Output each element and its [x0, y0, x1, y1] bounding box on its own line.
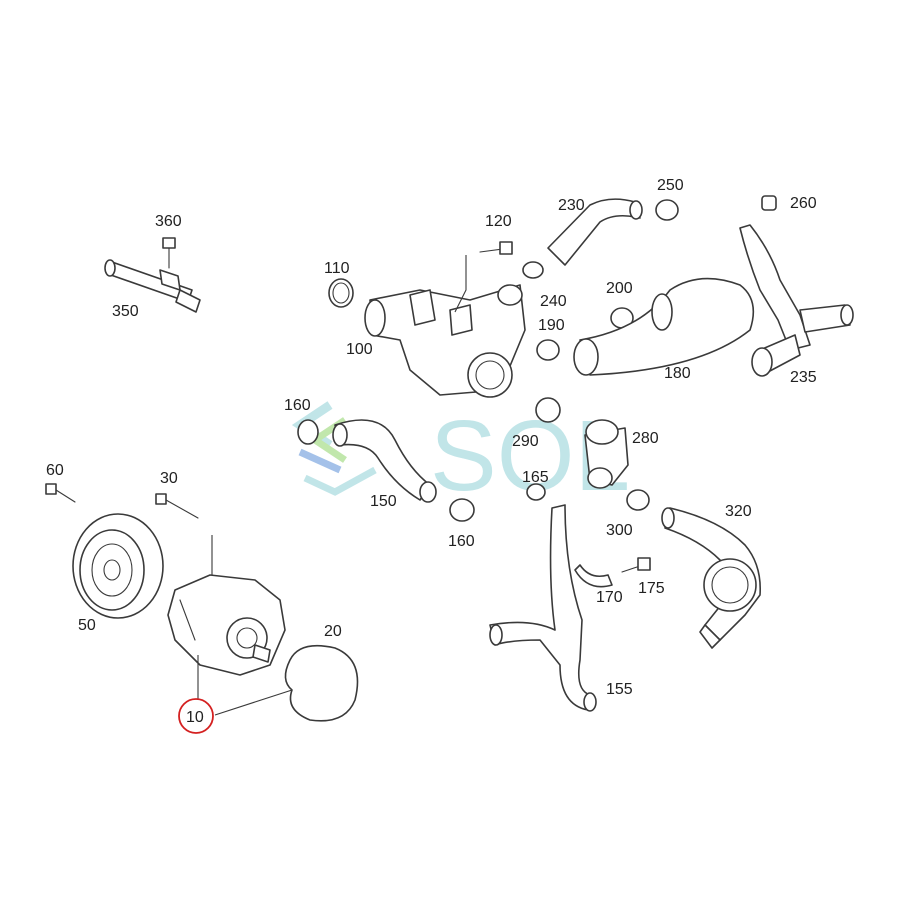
label-50: 50 — [78, 617, 96, 634]
label-235: 235 — [790, 369, 817, 386]
part-175-bolt — [621, 557, 651, 573]
part-190-clamp — [536, 339, 560, 361]
label-360: 360 — [155, 213, 182, 230]
part-100-housing — [364, 284, 526, 398]
part-350-pipe — [104, 259, 201, 313]
part-150-hose — [332, 419, 437, 503]
label-200: 200 — [606, 280, 633, 297]
part-240-clamp — [522, 261, 544, 279]
part-280-connector — [584, 419, 629, 489]
label-150: 150 — [370, 493, 397, 510]
part-10-water-pump — [167, 574, 286, 700]
part-230-hose — [547, 198, 643, 266]
label-160-top: 160 — [284, 397, 311, 414]
label-160-bottom: 160 — [448, 533, 475, 550]
label-30: 30 — [160, 470, 178, 487]
part-120-bolt — [454, 241, 513, 313]
sol-watermark: SOL — [291, 400, 630, 512]
label-260: 260 — [790, 195, 817, 212]
label-155: 155 — [606, 681, 633, 698]
label-250: 250 — [657, 177, 684, 194]
label-230: 230 — [558, 197, 585, 214]
part-60-bolt — [45, 483, 76, 503]
part-155-hose — [489, 504, 597, 712]
part-290-clamp — [535, 397, 561, 423]
label-60: 60 — [46, 462, 64, 479]
label-165: 165 — [522, 469, 549, 486]
part-180-hose — [573, 277, 755, 376]
label-350: 350 — [112, 303, 139, 320]
label-20: 20 — [324, 623, 342, 640]
label-290: 290 — [512, 433, 539, 450]
highlight-circle — [178, 698, 214, 734]
part-260-fitting — [761, 195, 777, 211]
part-320-pipe — [661, 507, 762, 649]
label-280: 280 — [632, 430, 659, 447]
label-320: 320 — [725, 503, 752, 520]
part-160-clamp-bottom — [449, 498, 475, 522]
label-120: 120 — [485, 213, 512, 230]
part-30-bolt — [155, 493, 213, 575]
part-20-gasket — [214, 644, 359, 722]
part-250-clamp — [655, 199, 679, 221]
label-190: 190 — [538, 317, 565, 334]
label-180: 180 — [664, 365, 691, 382]
part-235-pipe — [739, 224, 854, 377]
label-240: 240 — [540, 293, 567, 310]
part-165-clamp — [526, 483, 546, 501]
label-175: 175 — [638, 580, 665, 597]
label-110: 110 — [324, 260, 350, 277]
part-300-clamp — [626, 489, 650, 511]
part-160-clamp-top — [297, 419, 319, 445]
label-300: 300 — [606, 522, 633, 539]
part-170-clamp — [574, 564, 613, 588]
part-360-bolt — [162, 237, 176, 269]
label-100: 100 — [346, 341, 373, 358]
part-50-pulley — [72, 513, 164, 619]
part-110-oring — [328, 278, 354, 308]
label-10: 10 — [186, 709, 204, 726]
label-170: 170 — [596, 589, 623, 606]
